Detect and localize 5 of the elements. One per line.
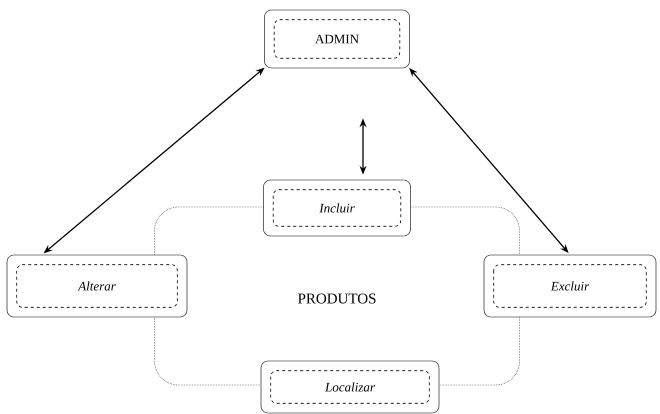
process-box: Localizar <box>260 360 440 414</box>
process-box: Excluir <box>484 254 656 318</box>
process-box: ADMIN <box>264 10 410 68</box>
process-box: Alterar <box>6 254 188 318</box>
process-box: Incluir <box>263 180 411 236</box>
